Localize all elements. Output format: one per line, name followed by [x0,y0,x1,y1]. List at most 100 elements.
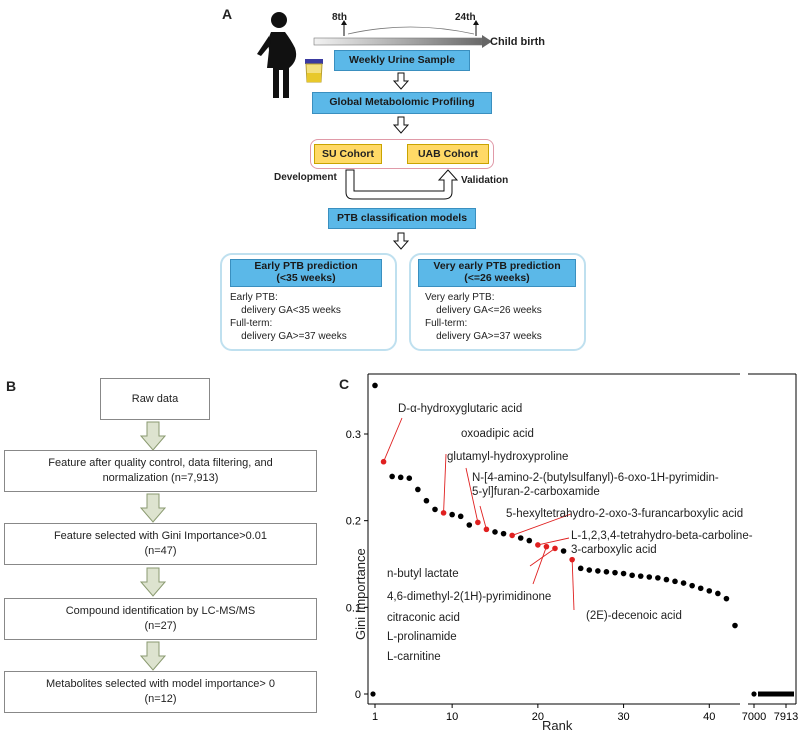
data-point [577,565,584,572]
flow-step-raw-data: Raw data [100,378,210,420]
data-point [680,580,687,586]
data-point [370,691,376,697]
flow-step-lcms: Compound identification by LC-MS/MS (n=2… [4,598,317,640]
data-point [697,585,704,592]
data-point [432,506,438,513]
urine-cup-icon [305,59,323,83]
data-point [612,569,618,576]
down-arrow-icon [140,493,166,523]
data-point [655,575,661,581]
down-arrow-icon [140,567,166,597]
very-early-ptb-line: Very early PTB: [425,292,495,303]
x-axis-label: Rank [542,718,573,733]
down-arrow-icon [393,72,409,90]
data-point [560,548,567,554]
development-label: Development [274,172,337,183]
data-point [595,568,601,574]
annotation-label: L-1,2,3,4-tetrahydro-beta-carboline- 3-c… [571,530,753,557]
panel-c-label: C [339,376,350,392]
timeline [313,20,492,48]
early-ptb-line: delivery GA>=37 weeks [230,331,347,342]
data-point [397,474,404,481]
annotation-label: n-butyl lactate [387,568,459,580]
data-point [689,582,695,589]
very-early-ptb-line: delivery GA<=26 weeks [425,305,542,316]
flow-step-quality-control: Feature after quality control, data filt… [4,450,317,492]
data-point [706,588,713,594]
data-point [406,475,413,481]
data-point [637,573,644,579]
very-early-ptb-title: Very early PTB prediction (<=26 weeks) [418,259,576,287]
annotation-leader-line [443,453,447,513]
data-point [449,511,455,518]
annotation-leader-line [479,505,487,530]
panel-b-label: B [6,378,17,394]
data-point [415,486,421,493]
annotation-label: glutamyl-hydroxyproline [447,451,569,463]
flow-step-gini: Feature selected with Gini Importance>0.… [4,523,317,565]
highlighted-metabolite-point [475,519,481,526]
annotation-leader-line [511,513,572,536]
early-ptb-panel [220,253,397,351]
very-early-ptb-line: delivery GA>=37 weeks [425,331,542,342]
annotation-label: 5-hexyltetrahydro-2-oxo-3-furancarboxyli… [506,508,744,520]
panel-a-label: A [222,6,233,22]
global-profiling-box: Global Metabolomic Profiling [312,92,492,114]
annotation-label: citraconic acid [387,612,460,624]
annotation-label: D-α-hydroxyglutaric acid [398,403,523,415]
y-axis-label: Gini Importance [353,548,368,640]
data-point [646,574,653,580]
early-ptb-line: delivery GA<35 weeks [230,305,341,316]
down-arrow-icon [140,641,166,671]
data-point [492,529,498,535]
week-24-label: 24th [455,12,476,23]
data-point [723,595,730,602]
early-ptb-title: Early PTB prediction (<35 weeks) [230,259,382,287]
highlighted-metabolite-point [509,532,515,539]
data-point [732,622,738,629]
x-tick-label: 7913 [774,711,798,723]
flow-step-model-importance: Metabolites selected with model importan… [4,671,317,713]
x-tick-label: 10 [446,711,458,723]
pregnant-woman-icon [257,12,297,98]
annotation-leader-line [571,559,575,611]
early-ptb-line: Full-term: [230,318,273,329]
data-point [629,572,635,579]
data-point [751,691,757,697]
y-tick-label: 0.3 [346,429,361,441]
down-arrow-icon [393,232,409,250]
data-point [423,497,430,504]
data-point [526,537,533,544]
annotation-leader-line [532,546,547,585]
data-point [603,569,610,575]
y-tick-label: 0.2 [346,516,361,528]
annotation-label: L-carnitine [387,651,441,663]
annotation-label: oxoadipic acid [461,428,534,440]
down-arrow-icon [393,116,409,134]
weekly-urine-box: Weekly Urine Sample [334,50,470,71]
data-point [620,570,627,577]
highlighted-metabolite-point [440,510,447,516]
data-point [372,382,378,389]
highlighted-metabolite-point [380,458,387,465]
x-tick-label: 40 [703,711,715,723]
down-arrow-icon [140,421,166,451]
child-birth-label: Child birth [490,36,545,48]
data-point [500,530,507,537]
development-validation-arrow [345,169,459,200]
annotation-label: N-[4-amino-2-(butylsulfanyl)-6-oxo-1H-py… [472,472,719,499]
annotation-label: 4,6-dimethyl-2(1H)-pyrimidinone [387,591,552,603]
annotation-label: L-prolinamide [387,631,457,643]
x-tick-label: 1 [372,711,378,723]
data-point [466,522,473,528]
su-cohort-box: SU Cohort [314,144,382,164]
tail-data-points [758,691,794,697]
validation-label: Validation [461,175,509,186]
data-point [715,590,721,597]
annotation-leader-line [383,417,403,462]
annotation-leader-line [537,537,570,546]
data-point [517,535,524,541]
data-point [586,567,593,573]
data-point [389,473,395,480]
